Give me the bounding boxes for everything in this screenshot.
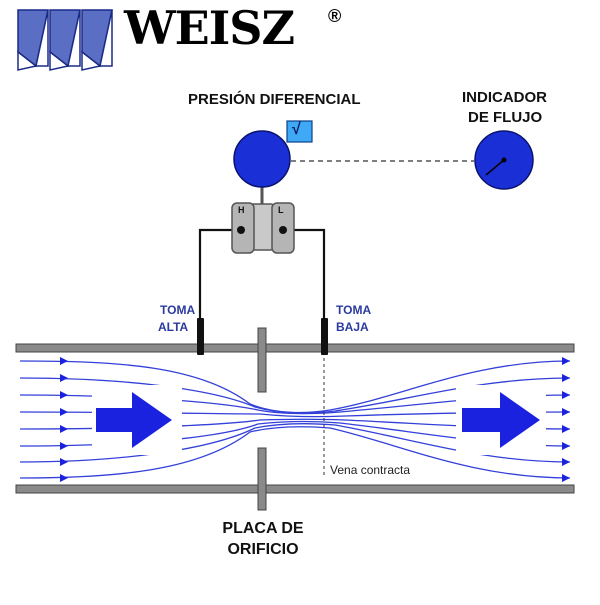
low-pressure-tap	[321, 318, 328, 355]
inlet-arrowheads	[60, 357, 68, 482]
high-pressure-tap	[197, 318, 204, 355]
dp-transmitter-head	[233, 130, 291, 188]
dp-transmitter	[231, 186, 295, 254]
high-port-label: H	[238, 205, 245, 215]
registered-mark: ®	[328, 6, 342, 26]
flow-direction-arrow-left	[96, 392, 172, 448]
high-tap-label-line1: TOMA	[160, 303, 196, 317]
sqrt-box	[286, 120, 313, 143]
high-impulse-line	[198, 228, 241, 320]
orifice-plate-label-line2: ORIFICIO	[227, 541, 299, 558]
sqrt-symbol: √	[292, 121, 301, 138]
low-tap-label-line1: TOMA	[336, 303, 372, 317]
pipe-top-wall	[15, 343, 575, 353]
orifice-plate-label-line1: PLACA DE	[222, 520, 304, 537]
flow-indicator-label-line1: INDICADOR	[462, 89, 547, 106]
high-tap-label-line2: ALTA	[158, 320, 189, 334]
orifice-plate-top	[257, 327, 267, 393]
logo-mark	[17, 9, 113, 71]
brand-name: WEISZ	[124, 1, 295, 55]
vena-contracta-label: Vena contracta	[330, 463, 411, 477]
low-port-label: L	[278, 205, 284, 215]
low-tap-label-line2: BAJA	[336, 320, 369, 334]
low-impulse-line	[283, 228, 326, 320]
flow-indicator-needle	[485, 159, 505, 176]
differential-pressure-label: PRESIÓN DIFERENCIAL	[188, 91, 361, 108]
pipe-bottom-wall	[15, 484, 575, 494]
orifice-plate-bottom	[257, 447, 267, 511]
flow-direction-arrow-right	[462, 392, 540, 448]
flow-indicator-label-line2: DE FLUJO	[468, 109, 543, 126]
outlet-arrowheads	[562, 357, 570, 482]
